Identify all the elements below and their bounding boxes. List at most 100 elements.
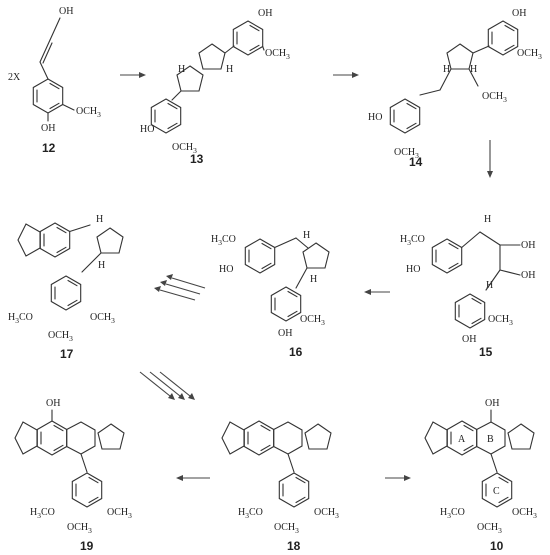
c15-h-top: H (484, 214, 491, 225)
c19-lactone-ring (97, 423, 125, 450)
c18-ring-b (273, 421, 303, 455)
c10-ring-label-a: A (458, 434, 466, 445)
c17-bottom-ring (50, 275, 82, 311)
c14-top-ring (487, 20, 519, 56)
c17-methoxy-left: H3CO (8, 312, 33, 325)
compound-19: OH H3CO OCH3 OCH3 19 (14, 398, 132, 553)
c19-dioxole (14, 421, 38, 455)
compound-label-12: 12 (42, 141, 56, 155)
c15-hydroxyl-1: OH (521, 240, 535, 251)
compound-label-13: 13 (190, 152, 204, 166)
compound-label-14: 14 (409, 155, 423, 169)
c16-methoxy-bottom: OCH3 (300, 314, 325, 327)
compound-12: OH OCH3 OH 2X 12 (8, 6, 101, 155)
compound-label-16: 16 (289, 345, 303, 359)
c14-h-right: H (470, 64, 477, 75)
c18-ring-a (243, 420, 275, 456)
c18-dioxole (221, 421, 245, 455)
c16-hydroxyl-left: HO (219, 264, 233, 275)
compound-label-18: 18 (287, 539, 301, 553)
c10-ring-label-c: C (493, 486, 500, 497)
compound-label-17: 17 (60, 347, 74, 361)
c13-methoxy-top: OCH3 (265, 48, 290, 61)
c15-top-ring (431, 238, 463, 274)
c12-aromatic-ring (32, 78, 64, 114)
c14-methoxy-top: OCH3 (517, 48, 542, 61)
c12-multiplier: 2X (8, 72, 21, 83)
arrow-15-to-16 (364, 289, 390, 295)
compound-13: OH OCH3 H H HO OCH3 13 (140, 8, 290, 166)
c18-methoxy-left: H3CO (238, 507, 263, 520)
c16-methoxy-left: H3CO (211, 234, 236, 247)
c12-methoxy: OCH3 (76, 106, 101, 119)
c14-hydroxyl-top: OH (512, 8, 526, 19)
c18-lactone-ring (304, 423, 332, 450)
c12-hydroxyl-bottom: OH (41, 123, 55, 134)
c14-hydroxyl-left: HO (368, 112, 382, 123)
c15-hydroxyl-left: HO (406, 264, 420, 275)
arrow-18-to-10 (385, 475, 411, 481)
c17-dioxole (17, 223, 41, 257)
c14-h-left: H (443, 64, 450, 75)
c19-hydroxyl: OH (46, 398, 60, 409)
compound-15: H3CO HO H OH OH H OCH3 OH 15 (400, 214, 535, 359)
c13-h-right: H (226, 64, 233, 75)
c13-hydroxyl-left: HO (140, 124, 154, 135)
c16-top-ring (244, 238, 276, 274)
c13-top-ring (232, 20, 264, 56)
c10-methoxy-bottom: OCH3 (477, 522, 502, 535)
c10-dioxole (424, 421, 448, 455)
compound-label-10: 10 (490, 539, 504, 553)
c18-methoxy-bottom: OCH3 (274, 522, 299, 535)
c16-hydroxyl-bottom: OH (278, 328, 292, 339)
arrow-12-to-13 (120, 72, 146, 78)
c13-bottom-ring (150, 98, 182, 134)
c15-methoxy-bottom: OCH3 (488, 314, 513, 327)
c19-methoxy-bottom: OCH3 (67, 522, 92, 535)
c17-h-top: H (96, 214, 103, 225)
c10-ring-label-b: B (487, 434, 494, 445)
c19-ring-c (71, 472, 103, 508)
compound-14: OH OCH3 OCH3 H H HO OCH3 14 (368, 8, 542, 169)
c13-methoxy-bottom: OCH3 (172, 142, 197, 155)
c14-methoxy-chain: OCH3 (482, 91, 507, 104)
c17-top-ring (39, 222, 71, 258)
c18-methoxy-right: OCH3 (314, 507, 339, 520)
c15-hydroxyl-2: OH (521, 270, 535, 281)
compound-label-19: 19 (80, 539, 94, 553)
c13-hydroxyl-top: OH (258, 8, 272, 19)
c19-ring-a (36, 420, 68, 456)
c19-ring-b (66, 421, 96, 455)
c19-methoxy-right: OCH3 (107, 507, 132, 520)
c15-bottom-ring (454, 293, 486, 329)
c17-h-bottom: H (98, 260, 105, 271)
compound-label-15: 15 (479, 345, 493, 359)
compound-16: H3CO HO H H OCH3 OH 16 (211, 230, 330, 359)
arrow-13-to-14 (333, 72, 359, 78)
c16-bottom-ring (270, 286, 302, 322)
c13-furan-ring-top (198, 43, 226, 70)
arrow-14-to-15 (487, 140, 493, 178)
c15-methoxy-left: H3CO (400, 234, 425, 247)
c13-h-left: H (178, 64, 185, 75)
compound-10: A B OH C H3CO OCH3 OCH3 10 (424, 398, 537, 553)
compound-17: H H H3CO OCH3 OCH3 17 (8, 214, 124, 361)
c10-lactone-ring (507, 423, 535, 450)
c10-methoxy-left: H3CO (440, 507, 465, 520)
c12-hydroxyl-top: OH (59, 6, 73, 17)
arrow-17-to-18 (139, 371, 195, 400)
c17-methoxy-right: OCH3 (90, 312, 115, 325)
c16-h-top: H (303, 230, 310, 241)
c14-methoxy-bottom: OCH3 (394, 147, 419, 160)
c10-hydroxyl: OH (485, 398, 499, 409)
c15-hydroxyl-bottom: OH (462, 334, 476, 345)
c10-methoxy-right: OCH3 (512, 507, 537, 520)
c17-lactone-ring (96, 227, 124, 254)
c18-ring-c (278, 472, 310, 508)
c16-h-bottom: H (310, 274, 317, 285)
c14-bottom-ring (389, 98, 421, 134)
arrow-18-to-19 (176, 475, 210, 481)
c17-methoxy-bottom: OCH3 (48, 330, 73, 343)
compound-18: H3CO OCH3 OCH3 18 (221, 420, 339, 553)
